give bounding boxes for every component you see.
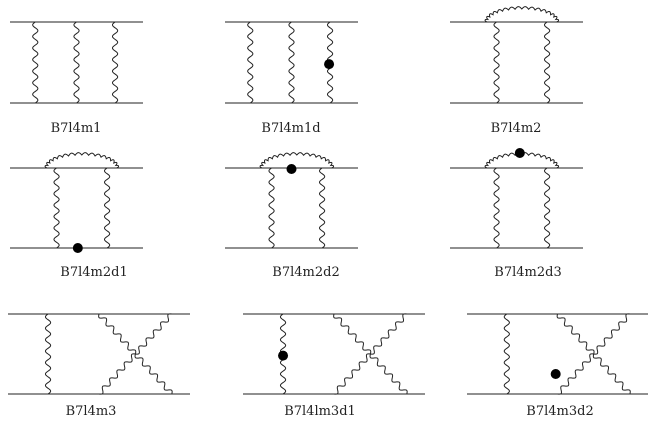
diagram-label: B7l4m2d2 [272,265,339,280]
diagram-label: B7l4m3d2 [526,404,593,419]
photon-arch [484,6,560,23]
diagram-label: B7l4m2d3 [494,265,561,280]
insertion-dot [550,369,561,379]
insertion-dot [286,164,297,174]
diagram-b7l4m3: B7l4m3 [8,313,190,419]
diagram-b7l4m2d1: B7l4m2d1 [10,152,143,280]
photon-cross-2 [98,313,172,395]
photon-rung-1 [53,167,60,249]
photon-rung-1 [32,21,39,104]
photon-arch [259,152,335,169]
insertion-dot [278,350,289,361]
diagram-b7l4m1: B7l4m1 [10,21,143,136]
diagram-b7l4lm3d1: B7l4lm3d1 [243,313,425,419]
photon-cross-2 [557,313,630,395]
photon-cross-2 [333,313,407,395]
photon-rung-1 [268,167,275,249]
photon-rung-1 [493,167,500,249]
diagram-b7l4m1d: B7l4m1d [225,21,358,136]
diagram-b7l4m2d2: B7l4m2d2 [225,152,358,280]
photon-rung-1 [503,313,510,395]
diagram-b7l4m3d2: B7l4m3d2 [467,313,648,419]
insertion-dot [324,59,335,70]
photon-rung-2 [543,167,551,249]
photon-rung-2 [288,21,295,104]
photon-rung-2 [543,21,551,104]
photon-rung-1 [247,21,254,104]
photon-rung-2 [73,21,80,104]
photon-rung-3 [111,21,119,104]
photon-rung-2 [318,167,326,249]
diagram-label: B7l4lm3d1 [284,404,356,419]
diagram-label: B7l4m1 [51,121,102,136]
photon-rung-1 [493,21,500,104]
diagram-label: B7l4m2d1 [60,265,127,280]
photon-rung-1 [44,313,52,395]
diagram-label: B7l4m1d [261,121,320,136]
insertion-dot [72,243,83,253]
photon-rung-2 [103,167,111,249]
photon-arch [44,152,120,169]
diagram-b7l4m2d3: B7l4m2d3 [450,148,583,280]
diagram-label: B7l4m2 [491,121,542,136]
diagram-label: B7l4m3 [66,404,117,419]
insertion-dot [514,148,525,158]
diagram-b7l4m2: B7l4m2 [450,6,583,136]
